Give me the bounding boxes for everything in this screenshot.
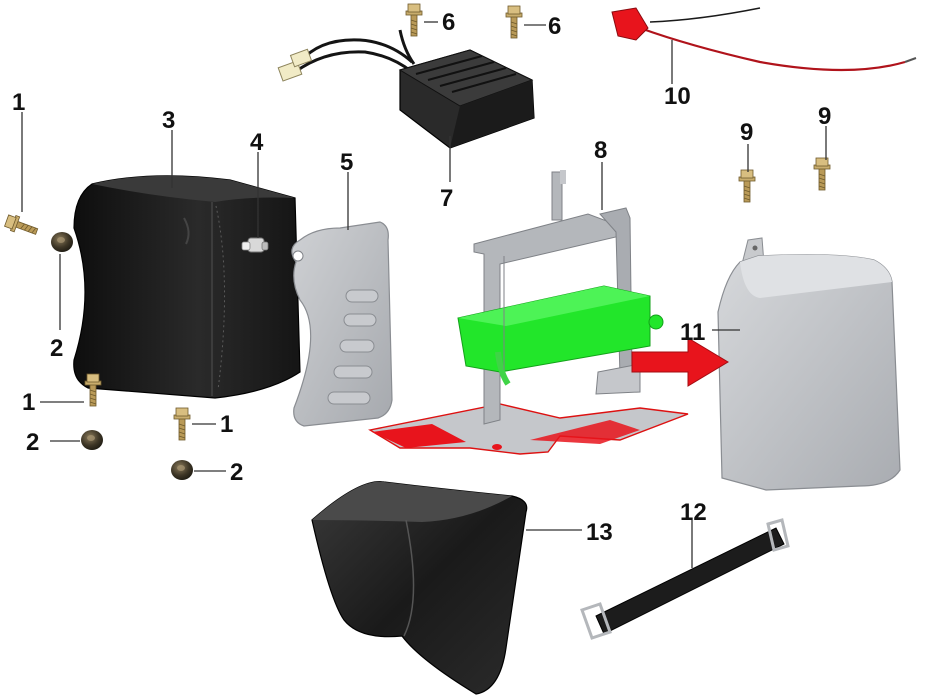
callout-1-mid-left: 1: [22, 389, 35, 416]
callout-9-right: 9: [818, 103, 831, 130]
callout-7: 7: [440, 185, 453, 212]
arrow-right-icon: [631, 337, 729, 387]
regulator-part: [277, 29, 535, 149]
side-plate-part: [291, 221, 393, 427]
clip-part: [241, 237, 269, 253]
battery-box-part: [73, 175, 301, 399]
rubber-grommet-icon: [81, 430, 103, 450]
bracket-part: [368, 170, 689, 455]
callout-6-left: 6: [442, 9, 455, 36]
callout-1-top-left: 1: [12, 89, 25, 116]
rubber-grommet-icon: [51, 232, 73, 252]
callout-2-bottom: 2: [230, 459, 243, 486]
callout-10: 10: [664, 83, 691, 110]
callout-12: 12: [680, 499, 707, 526]
rubber-boot-part: [311, 481, 528, 695]
callout-2-lower-left: 2: [26, 429, 39, 456]
strap-part: [580, 518, 790, 640]
leader-lines: [21, 21, 827, 568]
bolt-icon: [3, 212, 40, 240]
bolt-icon: [173, 407, 191, 441]
callout-8: 8: [594, 137, 607, 164]
bolt-icon: [738, 169, 756, 203]
bolt-icon: [505, 5, 523, 39]
callout-labels: 1 2 1 2 1 2 3 4 5 6 6 7 8 9 9 10 11 12 1…: [12, 9, 831, 546]
bolt-icon: [405, 3, 423, 37]
callout-9-left: 9: [740, 119, 753, 146]
callout-2-left: 2: [50, 335, 63, 362]
callout-5: 5: [340, 149, 353, 176]
terminal-cable-part: [611, 7, 917, 72]
callout-3: 3: [162, 107, 175, 134]
rubber-grommet-icon: [171, 460, 193, 480]
bolt-icon: [813, 157, 831, 191]
callout-6-right: 6: [548, 13, 561, 40]
cover-part: [717, 237, 901, 491]
callout-13: 13: [586, 519, 613, 546]
callout-4: 4: [250, 129, 264, 156]
bolt-icon: [84, 373, 102, 407]
callout-11: 11: [680, 319, 705, 346]
callout-1-bottom: 1: [220, 411, 233, 438]
